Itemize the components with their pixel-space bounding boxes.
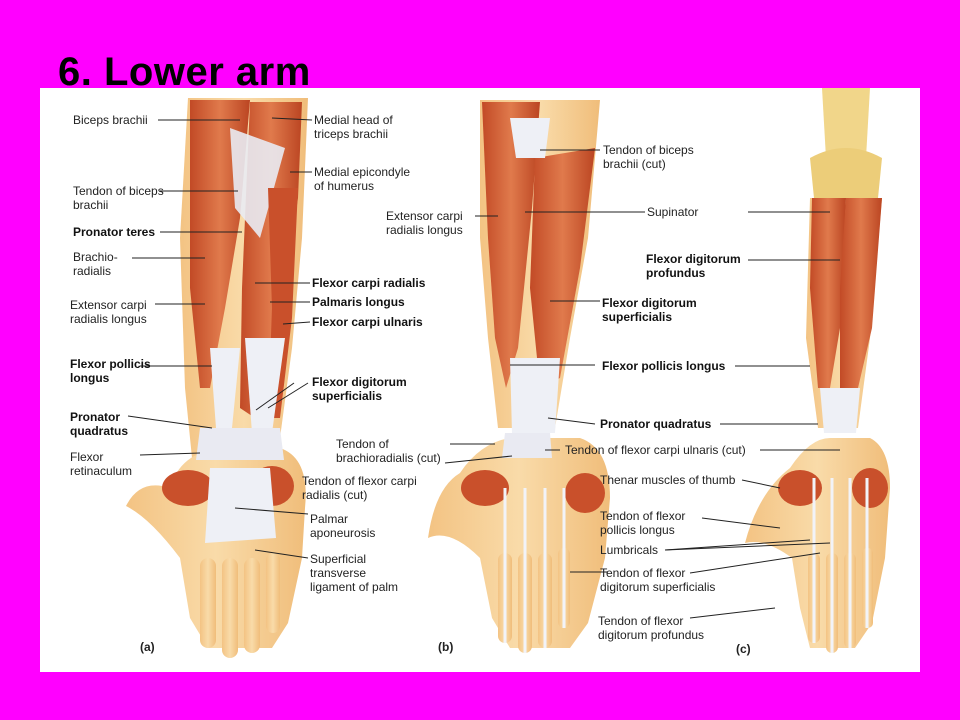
label-biceps-brachii: Biceps brachii [73, 113, 148, 127]
label-extensor-carpi-radialis-a: Extensor carpi radialis longus [70, 298, 147, 326]
label-superficial-transverse-ligament: Superficial transverse ligament of palm [310, 552, 399, 594]
label-pronator-quadratus-a: Pronator quadratus [70, 410, 129, 438]
label-flexor-digitorum-superficialis-a: Flexor digitorum superficialis [312, 375, 407, 403]
panel-letter-b: (b) [438, 640, 454, 654]
illustration-panel: Biceps brachii Medial head of triceps br… [40, 88, 920, 672]
label-flexor-carpi-ulnaris: Flexor carpi ulnaris [312, 315, 423, 329]
forearm-b [428, 100, 610, 653]
label-palmar-aponeurosis: Palmar aponeurosis [310, 512, 376, 540]
label-pronator-quadratus-c: Pronator quadratus [600, 417, 712, 431]
label-pronator-teres: Pronator teres [73, 225, 156, 239]
label-lumbricals: Lumbricals [600, 543, 659, 557]
panel-letter-a: (a) [140, 640, 155, 654]
panel-letter-c: (c) [736, 642, 751, 656]
label-tendon-biceps: Tendon of biceps brachii [73, 184, 164, 212]
label-supinator: Supinator [647, 205, 699, 219]
slide-title: 6. Lower arm [58, 50, 311, 94]
label-extensor-carpi-radialis-b: Extensor carpi radialis longus [386, 209, 463, 237]
label-tendon-flexor-digitorum-profundus: Tendon of flexor digitorum profundus [598, 614, 705, 642]
forearm-c [745, 88, 890, 653]
label-tendon-flexor-pollicis-longus: Tendon of flexor pollicis longus [600, 509, 686, 537]
label-palmaris-longus: Palmaris longus [312, 295, 405, 309]
label-flexor-pollicis-longus-a: Flexor pollicis longus [70, 357, 151, 385]
label-tendon-flexor-carpi-ulnaris: Tendon of flexor carpi ulnaris (cut) [565, 443, 746, 457]
label-flexor-digitorum-profundus: Flexor digitorum profundus [646, 252, 741, 280]
label-tendon-flexor-carpi-radialis: Tendon of flexor carpi radialis (cut) [302, 474, 417, 502]
label-flexor-pollicis-longus-c: Flexor pollicis longus [602, 359, 726, 373]
leader-lines [127, 117, 840, 619]
label-flexor-retinaculum: Flexor retinaculum [70, 450, 133, 478]
label-flexor-digitorum-superficialis-b: Flexor digitorum superficialis [602, 296, 697, 324]
anatomy-illustration [126, 88, 890, 658]
label-tendon-flexor-digitorum-superficialis: Tendon of flexor digitorum superficialis [600, 566, 716, 594]
label-medial-head-triceps: Medial head of triceps brachii [314, 113, 393, 141]
label-tendon-brachioradialis: Tendon of brachioradialis (cut) [336, 437, 441, 465]
label-tendon-biceps-cut: Tendon of biceps brachii (cut) [603, 143, 694, 171]
label-medial-epicondyle: Medial epicondyle of humerus [314, 165, 411, 193]
label-thenar-muscles: Thenar muscles of thumb [600, 473, 736, 487]
label-brachioradialis: Brachio- radialis [73, 250, 118, 278]
label-flexor-carpi-radialis: Flexor carpi radialis [312, 276, 426, 290]
forearm-a [126, 98, 308, 658]
